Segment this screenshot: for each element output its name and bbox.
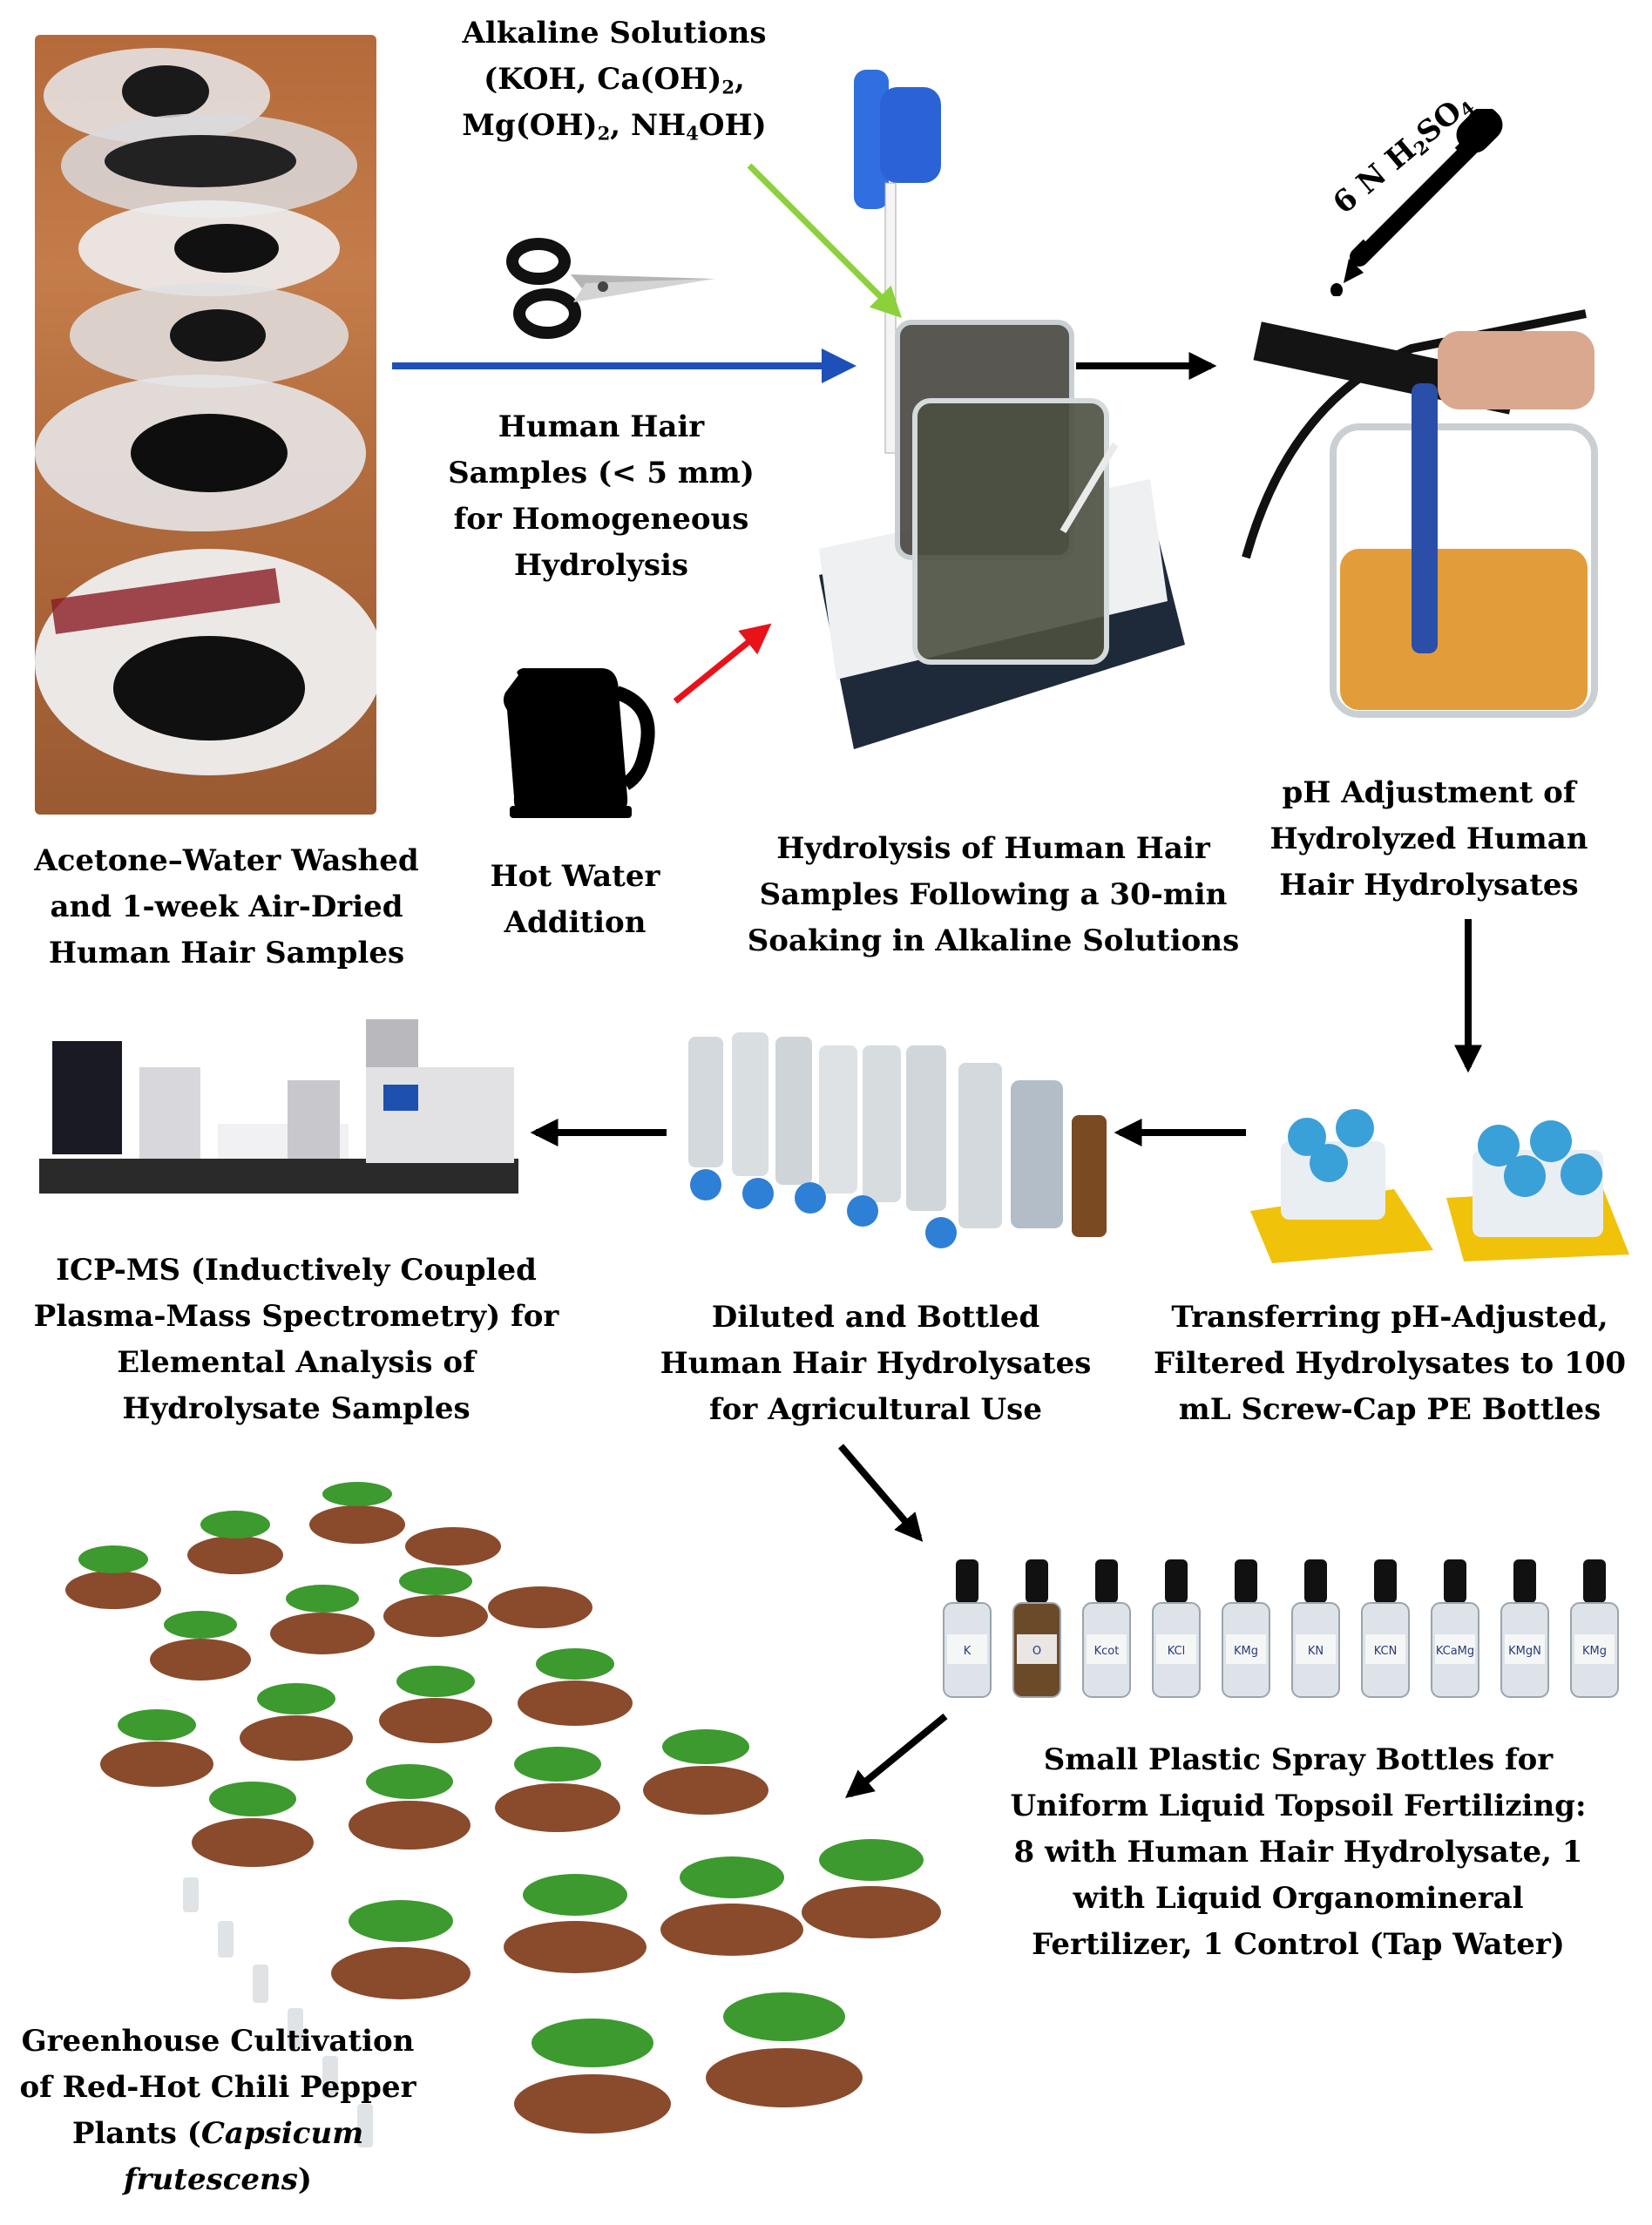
caption-line: Plasma-Mass Spectrometry) for <box>33 1299 559 1334</box>
hydrolysis-photo <box>802 35 1185 767</box>
bottles-illustration <box>688 1032 1107 1248</box>
caption-greenhouse: Greenhouse Cultivation of Red-Hot Chili … <box>9 2019 427 2203</box>
caption-line: frutescens) <box>123 2162 313 2197</box>
caption-line: Uniform Liquid Topsoil Fertilizing: <box>1010 1789 1587 1823</box>
spray-bottle: KMg <box>1570 1559 1619 1698</box>
caption-line: Mg(OH)2, NH4OH) <box>462 108 767 145</box>
icpms-photo <box>35 1006 523 1224</box>
caption-line: ICP-MS (Inductively Coupled <box>56 1253 537 1288</box>
potted-plants-illustration <box>65 1482 941 2147</box>
caption-line: pH Adjustment of <box>1282 775 1576 810</box>
caption-line: with Liquid Organomineral <box>1073 1881 1524 1916</box>
caption-line: and 1-week Air-Dried <box>50 889 403 924</box>
beakers-illustration <box>819 70 1185 749</box>
caption-line: Hydrolyzed Human <box>1269 822 1588 856</box>
caption-alkaline-solutions: Alkaline Solutions (KOH, Ca(OH)2, Mg(OH)… <box>449 10 780 149</box>
arrow-spray-to-greenhouse <box>845 1713 948 1799</box>
spray-bottle: KN <box>1291 1559 1340 1698</box>
caption-line: (KOH, Ca(OH)2, <box>484 62 745 98</box>
caption-diluted: Diluted and Bottled Human Hair Hydrolysa… <box>645 1295 1107 1433</box>
arrow-diluted-to-spray <box>837 1444 924 1542</box>
caption-hair-samples: Acetone–Water Washed and 1-week Air-Drie… <box>17 838 436 977</box>
caption-line: Hydrolysis of Human Hair <box>776 831 1210 866</box>
spray-bottle: KCaMg <box>1431 1559 1479 1698</box>
caption-line: of Red-Hot Chili Pepper <box>19 2070 416 2105</box>
ph-meter-illustration <box>1242 309 1598 718</box>
bottled-hydrolysates-photo <box>680 1011 1115 1272</box>
spray-bottle-label: KN <box>1308 1645 1324 1658</box>
caption-ph-adjustment: pH Adjustment of Hydrolyzed Human Hair H… <box>1237 770 1621 909</box>
spray-bottle-label: KCaMg <box>1436 1645 1474 1658</box>
spray-bottle-label: KMg <box>1234 1645 1258 1658</box>
hair-samples-photo <box>35 35 376 815</box>
caption-line: for Agricultural Use <box>709 1392 1042 1427</box>
icpms-instrument-illustration <box>39 1019 518 1194</box>
caption-line: Hot Water <box>490 859 660 894</box>
caption-line: Diluted and Bottled <box>711 1300 1040 1335</box>
arrow-hotwater-to-hydrolysis <box>673 623 772 704</box>
ph-adjustment-photo <box>1237 296 1603 745</box>
pe-bottles-photo <box>1246 1106 1638 1263</box>
caption-hot-water: Hot Water Addition <box>453 854 697 946</box>
caption-line: Small Plastic Spray Bottles for <box>1043 1742 1554 1777</box>
caption-line: Human Hair Samples <box>48 936 405 970</box>
spray-bottle: KMgN <box>1500 1559 1549 1698</box>
dropper-icon <box>1330 109 1503 296</box>
arrow-alkaline-to-hydrolysis <box>747 163 902 318</box>
caption-line: Hydrolysate Samples <box>122 1391 471 1426</box>
hair-bags-illustration <box>35 48 376 775</box>
caption-line: Fertilizer, 1 Control (Tap Water) <box>1032 1927 1565 1962</box>
spray-bottle: KCN <box>1361 1559 1410 1698</box>
caption-line: Human Hair Hydrolysates <box>660 1346 1092 1381</box>
pe-bottles-illustration <box>1250 1109 1629 1263</box>
caption-line: Addition <box>504 905 647 940</box>
caption-spray-bottles: Small Plastic Spray Bottles for Uniform … <box>1002 1737 1594 1968</box>
scissors-icon <box>506 238 714 339</box>
spray-bottle: KMg <box>1222 1559 1270 1698</box>
caption-icpms: ICP-MS (Inductively Coupled Plasma-Mass … <box>17 1248 575 1432</box>
spray-bottle-label: Kcot <box>1094 1645 1120 1658</box>
spray-bottle: K <box>943 1559 992 1698</box>
caption-line: Greenhouse Cultivation <box>21 2024 415 2059</box>
spray-bottle: Kcot <box>1082 1559 1131 1698</box>
caption-line: Hair Hydrolysates <box>1279 868 1579 903</box>
caption-hydrolysis: Hydrolysis of Human Hair Samples Followi… <box>732 826 1255 964</box>
caption-transfer: Transferring pH-Adjusted, Filtered Hydro… <box>1141 1295 1638 1433</box>
spray-bottle-label: O <box>1032 1645 1041 1658</box>
caption-line: Soaking in Alkaline Solutions <box>747 923 1240 958</box>
caption-line: Elemental Analysis of <box>117 1345 476 1380</box>
caption-line: Samples Following a 30-min <box>759 877 1228 912</box>
caption-line: Human Hair <box>498 409 705 444</box>
caption-line: Samples (< 5 mm) <box>448 456 755 490</box>
caption-line: Plants (Capsicum <box>71 2116 364 2151</box>
caption-line: 8 with Human Hair Hydrolysate, 1 <box>1013 1835 1583 1870</box>
spray-bottle-label: KMgN <box>1508 1645 1541 1658</box>
caption-line: Alkaline Solutions <box>462 16 767 51</box>
kettle-icon <box>503 668 655 818</box>
caption-line: mL Screw-Cap PE Bottles <box>1178 1392 1601 1427</box>
greenhouse-plants-photo <box>35 1477 976 2182</box>
spray-bottle-label: K <box>964 1645 972 1658</box>
spray-bottle: KCl <box>1152 1559 1201 1698</box>
spray-bottle-label: KCl <box>1168 1645 1186 1658</box>
caption-hair-cut: Human Hair Samples (< 5 mm) for Homogene… <box>418 404 784 589</box>
caption-line: Transferring pH-Adjusted, <box>1171 1300 1608 1335</box>
caption-line: Acetone–Water Washed <box>34 843 419 878</box>
spray-bottle-label: KMg <box>1582 1645 1607 1658</box>
caption-line: Hydrolysis <box>513 548 689 583</box>
spray-bottles: K O Kcot KCl KMg KN KCN KCaMg KMgN KMg <box>943 1559 1619 1698</box>
spray-bottle-label: KCN <box>1374 1645 1398 1658</box>
caption-line: for Homogeneous <box>453 502 749 537</box>
caption-line: Filtered Hydrolysates to 100 <box>1153 1346 1627 1381</box>
spray-bottle: O <box>1012 1559 1061 1698</box>
